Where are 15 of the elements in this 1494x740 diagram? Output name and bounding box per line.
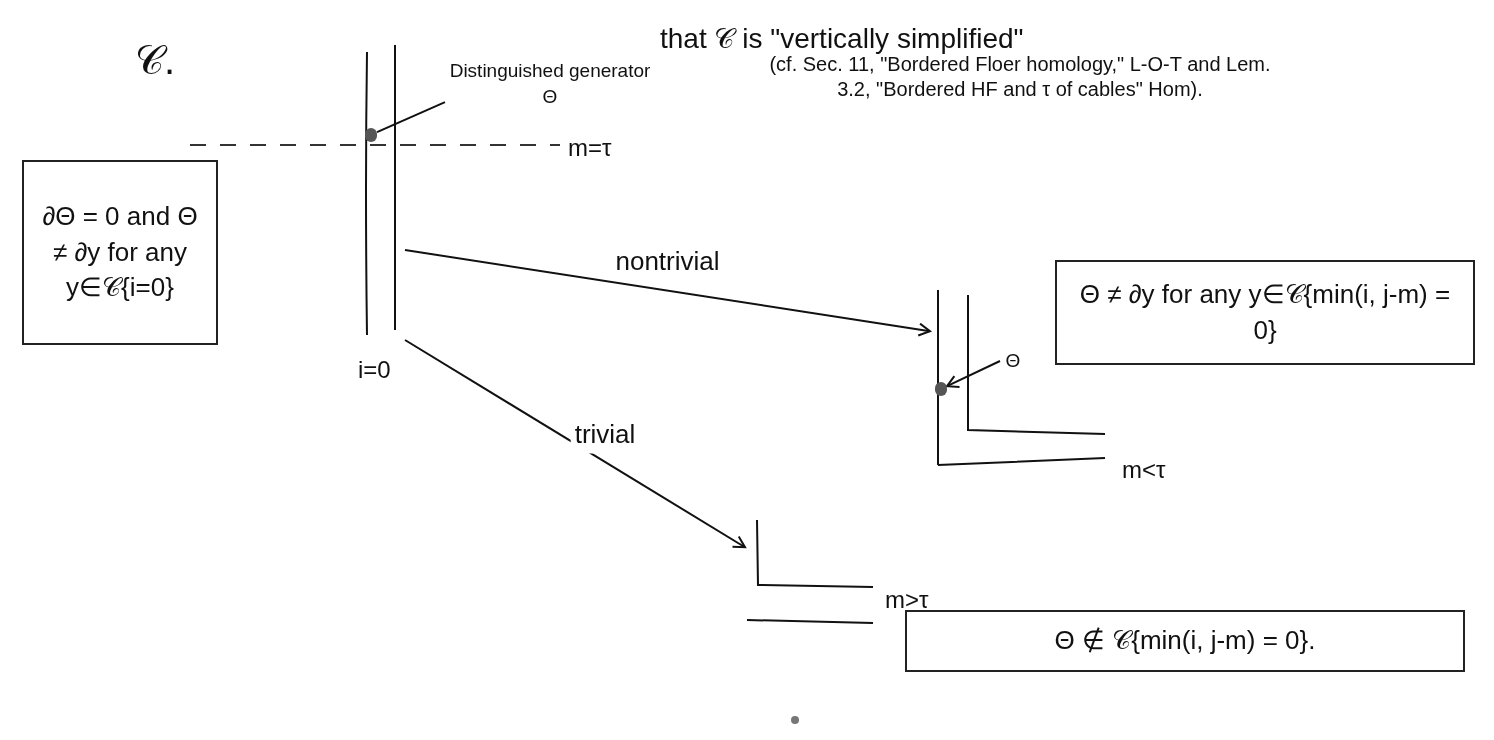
condition-label: i=0 xyxy=(358,355,391,385)
condition-box: Θ ∉ 𝒞{min(i, j-m) = 0}. xyxy=(905,610,1465,672)
arrow xyxy=(404,249,931,337)
arrow xyxy=(946,360,1001,388)
condition-box: Θ ≠ ∂y for any y∈𝒞{min(i, j-m) = 0} xyxy=(1055,260,1475,365)
note-text: 𝒞. xyxy=(135,37,176,84)
condition-box: ∂Θ = 0 and Θ ≠ ∂y for any y∈𝒞{i=0} xyxy=(22,160,218,345)
note-text: (cf. Sec. 11, "Bordered Floer homology," L-O-T and Lem. 3.2, "Bordered HF and τ of cables" Hom). xyxy=(768,53,1272,102)
note-text: that 𝒞 is "vertically simplified" xyxy=(660,22,1024,56)
note-text: m=τ xyxy=(568,133,612,163)
condition-label: m<τ xyxy=(1122,455,1166,485)
annotation-text: Distinguished generator Θ xyxy=(445,58,655,110)
leader-line xyxy=(376,101,446,134)
annotation-text: Θ xyxy=(1000,348,1026,374)
arrow xyxy=(404,339,746,549)
